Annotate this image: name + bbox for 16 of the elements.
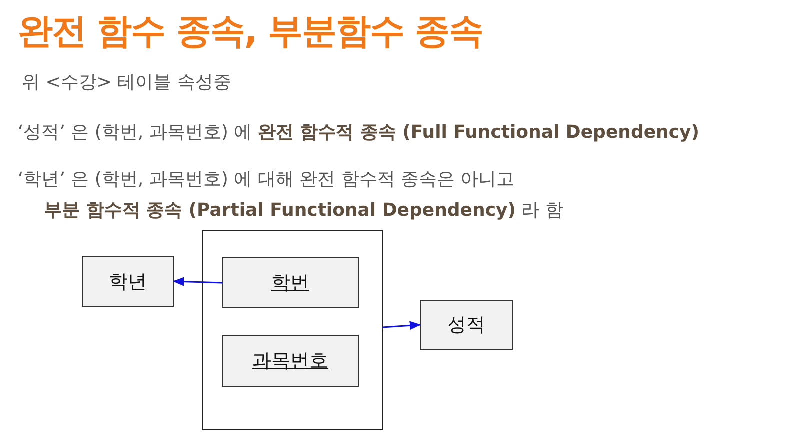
text-line: ‘학년’ 은 (학번, 과목번호) 에 대해 완전 함수적 종속은 아니고 bbox=[18, 168, 515, 191]
text-line: 위 <수강> 테이블 속성중 bbox=[22, 71, 232, 94]
node-label: 성적 bbox=[448, 313, 486, 338]
arrow bbox=[382, 321, 422, 330]
slide-title: 완전 함수 종속, 부분함수 종속 bbox=[18, 11, 484, 54]
group-box bbox=[202, 230, 383, 430]
entity-box bbox=[420, 300, 513, 350]
arrow bbox=[172, 277, 223, 286]
entity-box bbox=[82, 256, 174, 307]
entity-box bbox=[222, 335, 359, 387]
entity-box bbox=[222, 257, 359, 308]
text-line: ‘성적’ 은 (학번, 과목번호) 에 완전 함수적 종속 (Full Functional Dependency) bbox=[18, 121, 700, 144]
node-label: 학년 bbox=[109, 270, 147, 294]
node-label: 학번 bbox=[272, 270, 310, 296]
text-line: 부분 함수적 종속 (Partial Functional Dependency) 라 함 bbox=[44, 199, 564, 222]
node-label: 과목번호 bbox=[252, 349, 328, 374]
